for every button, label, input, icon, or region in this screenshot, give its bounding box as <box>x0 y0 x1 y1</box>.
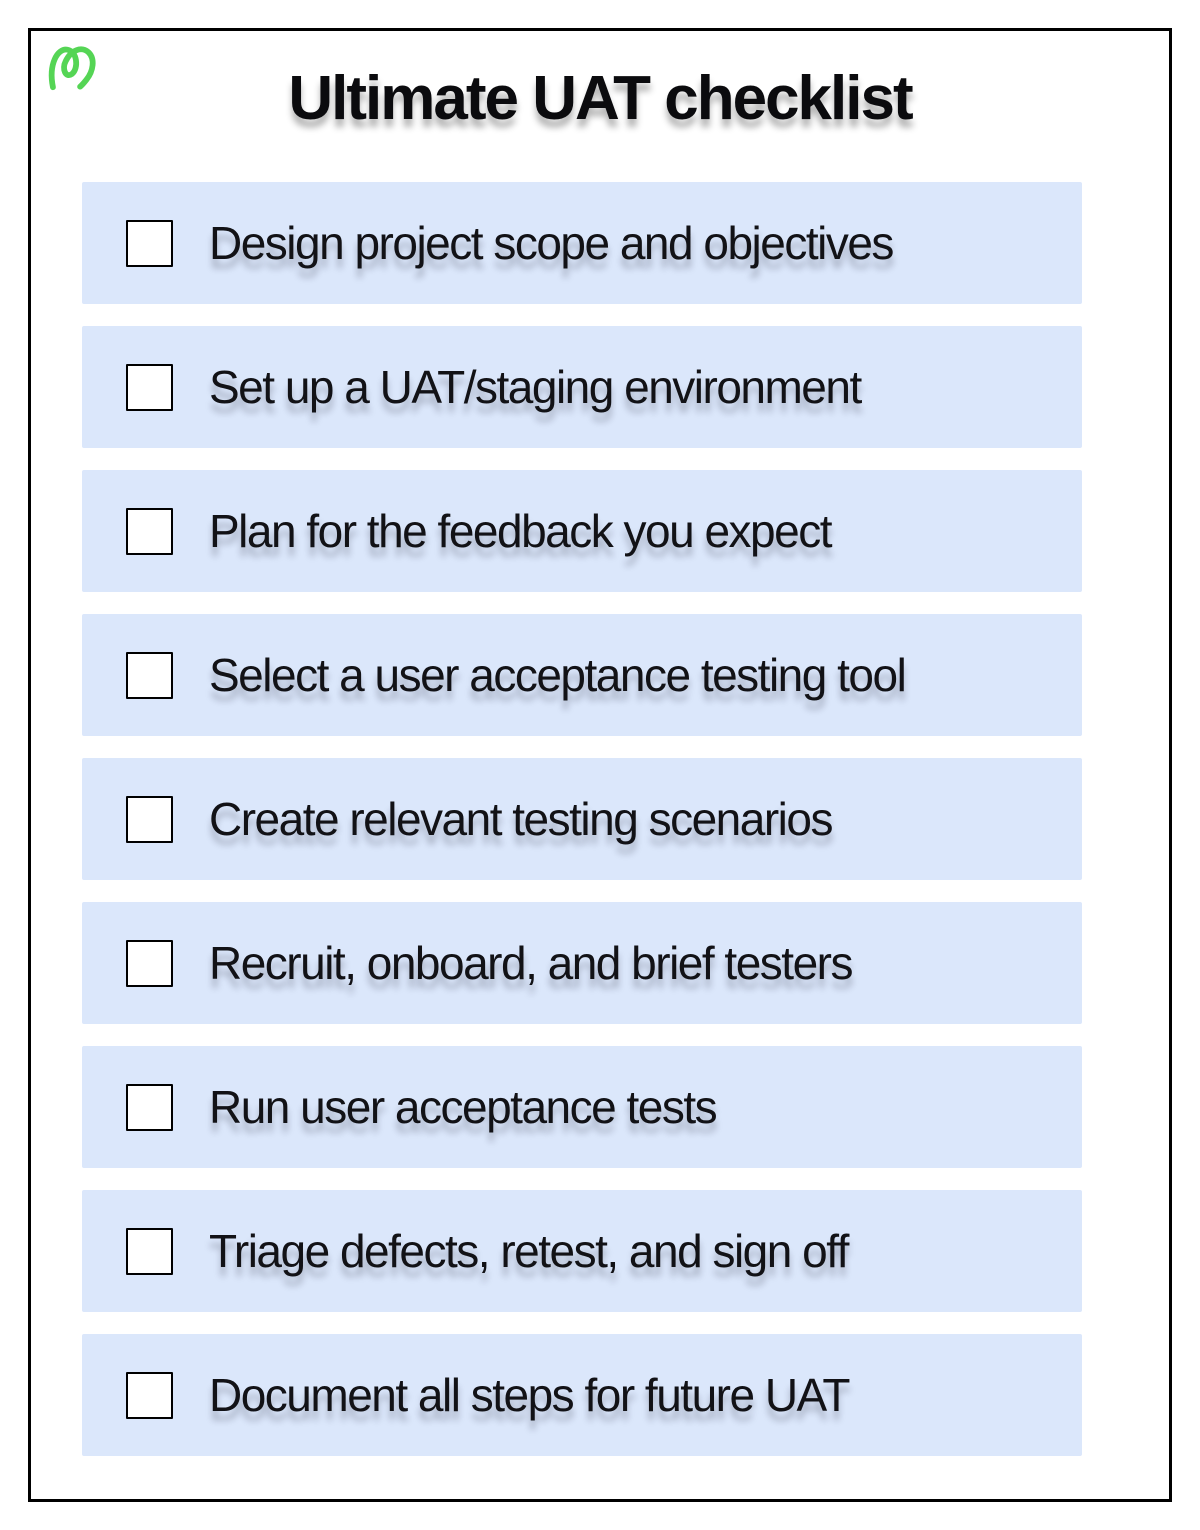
checklist-row: Set up a UAT/staging environment <box>82 326 1082 448</box>
checkbox[interactable] <box>126 1083 173 1131</box>
checklist-item-label: Design project scope and objectives <box>209 217 894 269</box>
checklist-row: Create relevant testing scenarios <box>82 758 1082 880</box>
checklist-item-label: Run user acceptance tests <box>209 1081 718 1133</box>
checkbox[interactable] <box>126 1227 173 1275</box>
checklist-item-label: Select a user acceptance testing tool <box>209 649 907 701</box>
checkbox[interactable] <box>126 363 173 411</box>
checklist-row: Select a user acceptance testing tool <box>82 614 1082 736</box>
checklist-item-label: Document all steps for future UAT <box>209 1369 850 1421</box>
checklist-item-label: Triage defects, retest, and sign off <box>209 1225 849 1277</box>
checklist-row: Run user acceptance tests <box>82 1046 1082 1168</box>
checkbox[interactable] <box>126 1371 173 1419</box>
checklist-row: Design project scope and objectives <box>82 182 1082 304</box>
checkbox[interactable] <box>126 939 173 987</box>
checklist-item-label: Plan for the feedback you expect <box>209 505 833 557</box>
checkbox[interactable] <box>126 795 173 843</box>
monday-loop-logo-icon <box>48 46 96 91</box>
checklist-row: Document all steps for future UAT <box>82 1334 1082 1456</box>
page-title: Ultimate UAT checklist <box>288 64 913 133</box>
checkbox[interactable] <box>126 507 173 555</box>
checkbox[interactable] <box>126 219 173 267</box>
checklist-item-label: Set up a UAT/staging environment <box>209 361 862 413</box>
checklist-item-label: Create relevant testing scenarios <box>209 793 833 845</box>
checklist: Design project scope and objectives Set … <box>31 182 1169 1456</box>
checklist-item-label: Recruit, onboard, and brief testers <box>209 937 853 989</box>
checklist-row: Recruit, onboard, and brief testers <box>82 902 1082 1024</box>
checkbox[interactable] <box>126 651 173 699</box>
checklist-row: Plan for the feedback you expect <box>82 470 1082 592</box>
checklist-row: Triage defects, retest, and sign off <box>82 1190 1082 1312</box>
checklist-card: Ultimate UAT checklist Design project sc… <box>28 28 1172 1502</box>
